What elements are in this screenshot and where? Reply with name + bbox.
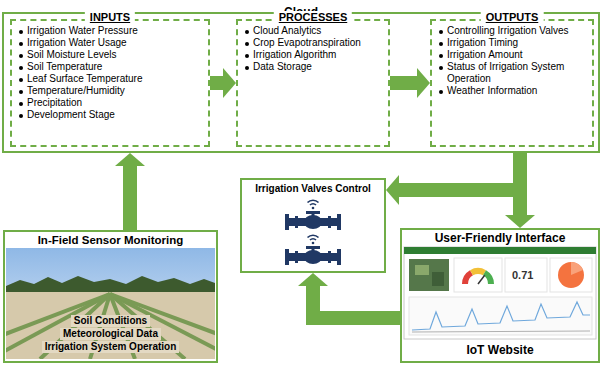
bullet-item: Irrigation Water Pressure	[18, 25, 202, 37]
valve-body	[304, 250, 322, 264]
cloud-region: CloudINPUTSIrrigation Water PressureIrri…	[2, 12, 600, 153]
valve-flange	[337, 214, 341, 230]
pie-chart	[558, 262, 584, 288]
website-screenshot	[404, 247, 596, 339]
photo-ground	[6, 292, 215, 359]
bullet-item: Status of Irrigation System Operation	[438, 61, 586, 85]
map-thumbnail	[409, 259, 449, 291]
bullet-item: Soil Temperature	[18, 61, 202, 73]
bullet-item: Irrigation Timing	[438, 37, 586, 49]
bullet-item: Development Stage	[18, 109, 202, 121]
valve-flange	[337, 249, 341, 265]
valve-flange	[328, 216, 331, 228]
screenshot-frame	[404, 247, 596, 339]
valve-flange	[295, 216, 298, 228]
panel-heading: Irrigation Valves Control	[255, 182, 371, 195]
wifi-arc	[310, 204, 316, 205]
wifi-dot	[312, 242, 315, 245]
gauge-arc	[472, 271, 485, 273]
bullet-item: Irrigation Amount	[438, 49, 586, 61]
box-heading: PROCESSES	[274, 11, 352, 24]
outputs-box: OUTPUTSControlling Irrigation ValvesIrri…	[430, 19, 594, 147]
photo-crop-rows	[6, 294, 215, 359]
flow-arrow	[390, 68, 430, 98]
gauge-needle	[478, 275, 485, 284]
flow-arrow	[210, 68, 236, 98]
bullet-item: Precipitation	[18, 97, 202, 109]
pie-card	[550, 258, 592, 292]
gauge-arc	[465, 273, 472, 284]
box-heading: INPUTS	[85, 11, 135, 24]
bullet-item: Soil Moisture Levels	[18, 49, 202, 61]
bullet-item: Leaf Surface Temperature	[18, 73, 202, 85]
valve-flange	[285, 214, 289, 230]
arrow-shaft	[313, 285, 400, 318]
bullet-item: Temperature/Humidity	[18, 85, 202, 97]
wifi-arc	[308, 200, 319, 202]
bullet-item: Weather Information	[438, 85, 586, 97]
gauge-value: 0.71	[512, 269, 533, 282]
flow-arrow	[386, 153, 520, 205]
valve-handle	[306, 211, 320, 214]
wifi-dot	[312, 207, 315, 210]
bullet-item: Data Storage	[244, 61, 382, 73]
photo-caption: Irrigation System Operation	[42, 341, 180, 353]
photo-caption: Soil Conditions	[71, 315, 150, 327]
map-field	[432, 272, 444, 286]
flow-arrow	[505, 153, 535, 228]
arrow-head	[298, 273, 328, 286]
panel-footer: IoT Website	[466, 343, 533, 357]
sensor-panel: In-Field Sensor MonitoringSoil Condition…	[3, 230, 218, 363]
bullet-item: Irrigation Algorithm	[244, 49, 382, 61]
valve-body	[304, 215, 322, 229]
processes-box: PROCESSESCloud AnalyticsCrop Evapotransp…	[236, 19, 390, 147]
arrow-shaft	[398, 153, 520, 190]
valve-icon	[285, 235, 341, 265]
screenshot-header	[404, 247, 596, 254]
map-field	[415, 265, 429, 275]
gauge-arc	[485, 273, 492, 284]
arrow-shaft	[390, 76, 418, 90]
arrow-head	[386, 175, 399, 205]
chart-panel	[409, 297, 592, 335]
arrow-shaft	[513, 153, 527, 216]
arrow-shaft	[210, 76, 224, 90]
chart-baseline	[412, 331, 590, 332]
wifi-arc	[310, 239, 316, 240]
valve-flange	[328, 251, 331, 263]
bullet-item: Irrigation Water Usage	[18, 37, 202, 49]
arrow-shaft	[123, 165, 137, 230]
arrow-head	[417, 68, 430, 98]
panel-heading: In-Field Sensor Monitoring	[38, 233, 184, 247]
valve-icon	[285, 200, 341, 230]
valve-flange	[285, 249, 289, 265]
panel-heading: User-Friendly Interface	[435, 231, 566, 246]
arrow-head	[223, 68, 236, 98]
valve-flange	[295, 251, 298, 263]
bullet-item: Crop Evapotranspiration	[244, 37, 382, 49]
inputs-box: INPUTSIrrigation Water PressureIrrigatio…	[10, 19, 210, 147]
pie-wedge	[571, 262, 583, 275]
box-heading: OUTPUTS	[481, 11, 544, 24]
interface-panel: User-Friendly InterfaceIoT Website	[400, 228, 600, 363]
bullet-item: Controlling Irrigation Valves	[438, 25, 586, 37]
field-photo	[6, 248, 215, 359]
flow-arrow	[298, 273, 400, 318]
photo-sky	[6, 248, 215, 359]
chart-line	[412, 302, 590, 330]
arrow-head	[505, 215, 535, 228]
bullet-item: Cloud Analytics	[244, 25, 382, 37]
gauge-card	[454, 258, 502, 292]
photo-caption: Meteorological Data	[60, 328, 161, 340]
value-card	[505, 258, 547, 292]
arrow-head	[115, 153, 145, 166]
valves-panel: Irrigation Valves Control	[240, 178, 386, 273]
wifi-arc	[308, 235, 319, 237]
valve-handle	[306, 246, 320, 249]
flow-arrow	[115, 153, 145, 230]
